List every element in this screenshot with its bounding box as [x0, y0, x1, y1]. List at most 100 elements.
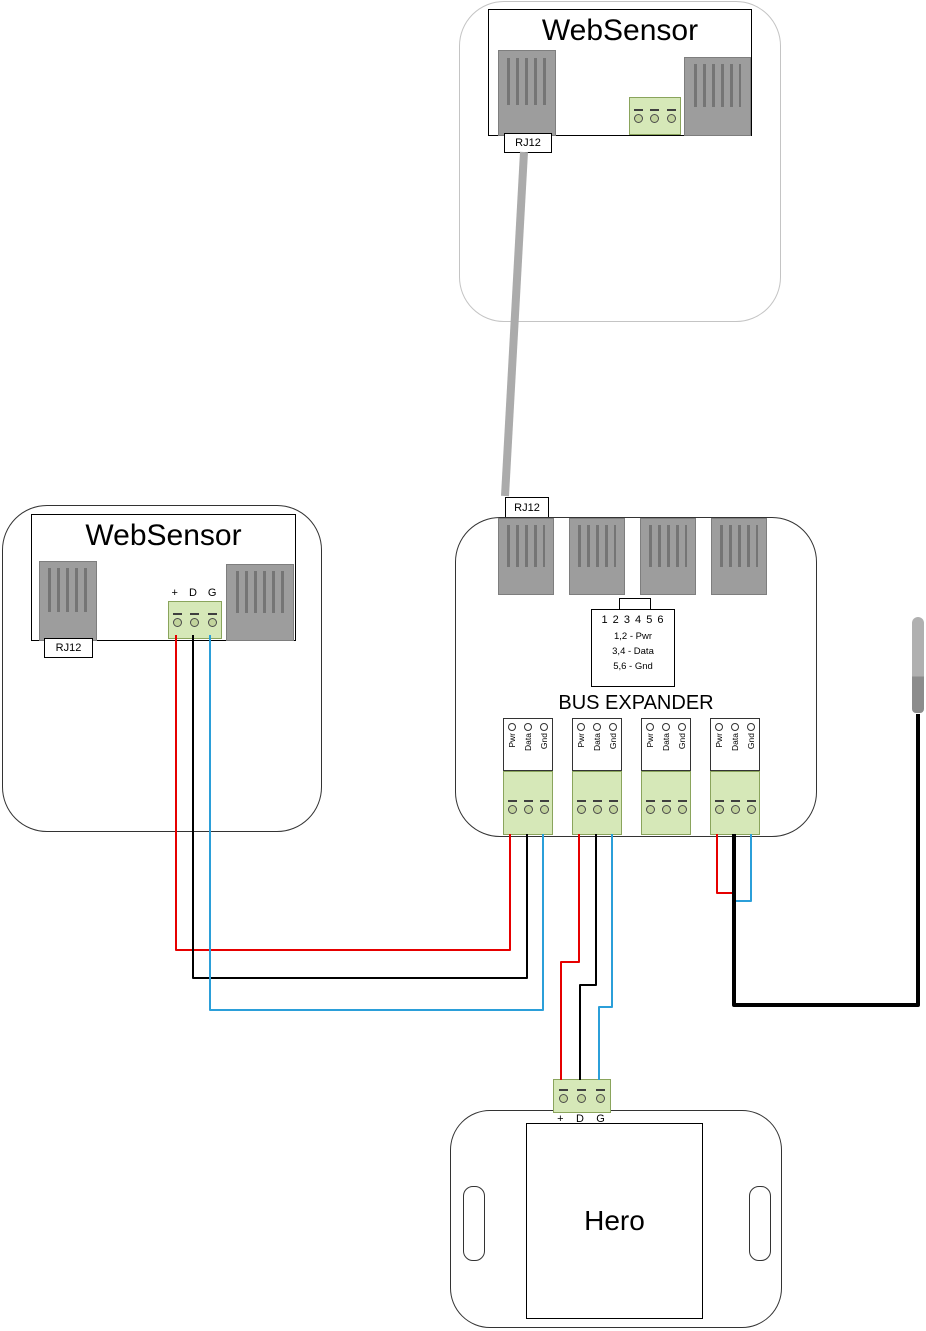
terminal-pin-labels: + D G [166, 587, 222, 599]
pin-label: Data [729, 733, 740, 751]
pin-circle-icon [662, 723, 670, 731]
screw-terminal [710, 771, 760, 835]
pin-label: Gnd [607, 733, 618, 750]
websensor-top-device: WebSensor RJ12 [459, 1, 781, 322]
hero-board: Hero [526, 1123, 703, 1319]
pin-circle-icon [577, 723, 585, 731]
screw-slot-icon [714, 800, 724, 802]
terminal-pole [645, 800, 655, 814]
terminal-pole [667, 109, 677, 123]
pin-label-plus: + [557, 1113, 564, 1125]
rj12-pins-icon [506, 57, 548, 105]
terminal-pole [577, 1089, 587, 1103]
terminal-pole [576, 800, 586, 814]
terminal-pole [507, 800, 517, 814]
screw-slot-icon [539, 800, 549, 802]
screw-slot-icon [173, 613, 183, 615]
pin-circle-icon [524, 723, 532, 731]
screw-circle-icon [667, 114, 677, 123]
websensor-left-device: WebSensor + D G RJ12 [2, 505, 322, 832]
pin-col: Data [658, 719, 674, 770]
rj12-jack [226, 564, 294, 641]
pin-col: Gnd [674, 719, 690, 770]
one-wire-probe [912, 617, 924, 713]
websensor-top-title: WebSensor [541, 14, 699, 47]
pin-label: Pwr [713, 733, 724, 748]
screw-slot-icon [730, 800, 740, 802]
mounting-slot [749, 1186, 771, 1261]
wire-hero-data [579, 834, 597, 1080]
screw-circle-icon [523, 805, 533, 814]
rj12-port-label: RJ12 [44, 638, 93, 658]
terminal-block-2: Pwr Data Gnd [572, 718, 622, 835]
rj12-pins-icon [506, 525, 546, 567]
terminal-pole [650, 109, 660, 123]
terminal-block-1: Pwr Data Gnd [503, 718, 553, 835]
terminal-pole [730, 800, 740, 814]
terminal-pin-labels: Pwr Data Gnd [572, 718, 622, 771]
terminal-pole [539, 800, 549, 814]
terminal-pin-labels: + D G [551, 1113, 611, 1125]
bus-expander-device: 1 2 3 4 5 6 1,2 - Pwr 3,4 - Data 5,6 - G… [455, 517, 817, 837]
terminal-pin-labels: Pwr Data Gnd [641, 718, 691, 771]
pin-circle-icon [715, 723, 723, 731]
pin-col: Gnd [536, 719, 552, 770]
rj12-pins-icon [719, 525, 759, 567]
screw-circle-icon [190, 618, 200, 627]
rj12-pins-icon [47, 568, 89, 612]
screw-circle-icon [576, 805, 586, 814]
terminal-pole [207, 613, 217, 627]
pin-label: Gnd [676, 733, 687, 750]
pin-col: Pwr [642, 719, 658, 770]
pin-label: Pwr [506, 733, 517, 748]
rj12-port-label: RJ12 [505, 497, 549, 518]
screw-slot-icon [667, 109, 677, 111]
screw-circle-icon [645, 805, 655, 814]
pin-circle-icon [731, 723, 739, 731]
screw-circle-icon [539, 805, 549, 814]
pin-label-gnd: G [207, 587, 217, 599]
pin-col: Pwr [504, 719, 520, 770]
wire-probe-pwr-stub [716, 834, 733, 894]
pin-label: Gnd [745, 733, 756, 750]
screw-terminal [629, 97, 681, 135]
screw-circle-icon [650, 114, 660, 123]
screw-slot-icon [677, 800, 687, 802]
screw-slot-icon [608, 800, 618, 802]
screw-circle-icon [714, 805, 724, 814]
screw-slot-icon [523, 800, 533, 802]
terminal-pole [608, 800, 618, 814]
pin-label: Gnd [538, 733, 549, 750]
terminal-pole [714, 800, 724, 814]
pin-label: Pwr [644, 733, 655, 748]
screw-slot-icon [661, 800, 671, 802]
screw-circle-icon [730, 805, 740, 814]
pin-col: Data [589, 719, 605, 770]
screw-terminal [572, 771, 622, 835]
pin-label: Pwr [575, 733, 586, 748]
terminal-pole [661, 800, 671, 814]
rj12-port-label: RJ12 [504, 133, 552, 153]
screw-slot-icon [558, 1089, 568, 1091]
screw-circle-icon [608, 805, 618, 814]
screw-terminal [168, 601, 222, 639]
pin-circle-icon [508, 723, 516, 731]
terminal-pole [558, 1089, 568, 1103]
screw-terminal [503, 771, 553, 835]
terminal-pin-labels: Pwr Data Gnd [710, 718, 760, 771]
rj12-pins-icon [648, 525, 688, 567]
pin-circle-icon [540, 723, 548, 731]
screw-circle-icon [173, 618, 183, 627]
screw-slot-icon [746, 800, 756, 802]
legend-line-pwr: 1,2 - Pwr [613, 631, 652, 642]
screw-terminal [553, 1079, 611, 1113]
bus-expander-title: BUS EXPANDER [558, 692, 714, 714]
terminal-pole [173, 613, 183, 627]
screw-terminal [641, 771, 691, 835]
screw-slot-icon [507, 800, 517, 802]
screw-circle-icon [592, 805, 602, 814]
pin-label-data: D [575, 1113, 584, 1125]
pin-circle-icon [609, 723, 617, 731]
legend-line-gnd: 5,6 - Gnd [613, 661, 653, 673]
